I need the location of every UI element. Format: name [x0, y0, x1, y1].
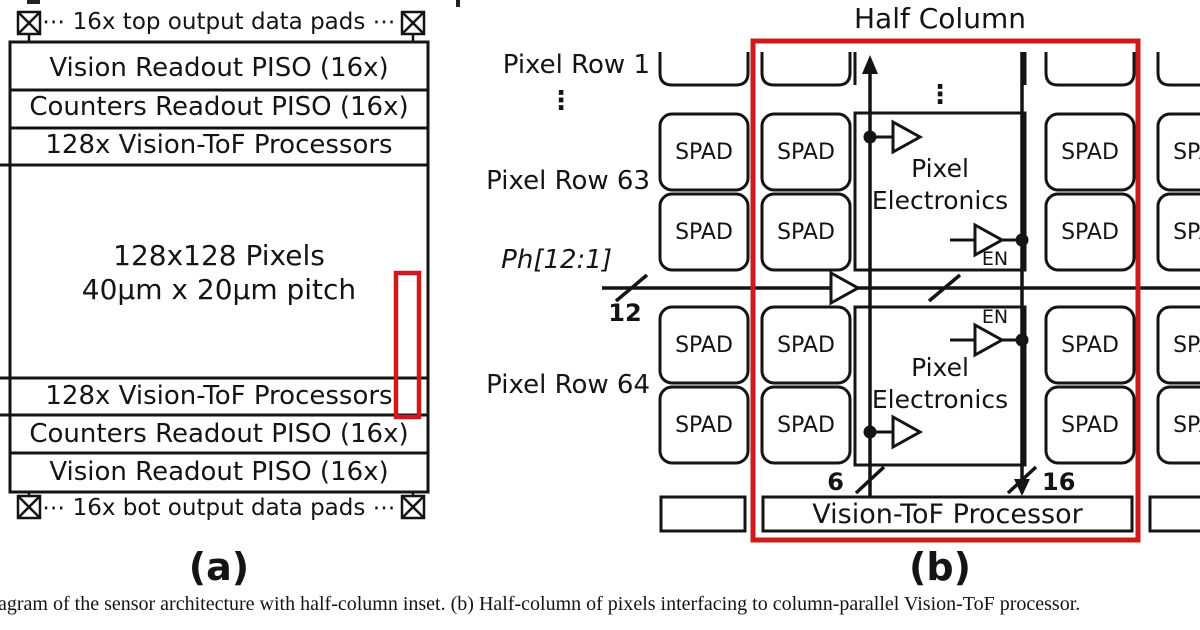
pe-top-line1: Pixel — [911, 154, 969, 183]
junction-dots — [863, 130, 1029, 439]
spad-cell: SPAD — [675, 332, 733, 358]
spad-cell: SPAD — [1061, 139, 1119, 165]
ph-bus-label: Ph[12:1] — [501, 245, 612, 276]
row-processors-bottom: 128x Vision-ToF Processors — [45, 381, 393, 412]
row-vision-piso-top: Vision Readout PISO (16x) — [49, 53, 389, 84]
pixel-row-1-label: Pixel Row 1 — [502, 50, 650, 81]
ph-buffer-icon — [829, 270, 862, 306]
bond-pad-icons — [16, 10, 426, 520]
spad-cell: SPAD — [777, 219, 835, 245]
en-label-bottom: EN — [981, 306, 1009, 328]
spad-cell: SPAD — [1173, 219, 1200, 245]
pe-top-line2: Electronics — [871, 186, 1009, 215]
spad-cell: SPAD — [1061, 412, 1119, 438]
top-pads-label: ⋯ 16x top output data pads ⋯ — [42, 9, 396, 35]
panel-a-label: (a) — [188, 545, 250, 589]
ph-bus-line — [602, 273, 1200, 495]
spad-cell: SPAD — [675, 412, 733, 438]
figure-caption: agram of the sensor architecture with ha… — [0, 593, 1081, 615]
en-label-top: EN — [981, 248, 1009, 270]
spad-cell: SPAD — [777, 412, 835, 438]
spad-cell: SPAD — [1173, 332, 1200, 358]
spad-cell: SPAD — [675, 139, 733, 165]
vertical-ellipsis-middle: ⋮ — [927, 80, 953, 110]
floorplan-outline — [0, 40, 430, 494]
pixel-electronics-label-bottom: Pixel Electronics — [857, 352, 1023, 416]
half-column-highlight-box — [393, 270, 422, 420]
panel-b-label: (b) — [909, 545, 971, 589]
spad-cell: SPAD — [1173, 139, 1200, 165]
cropped-glyph-fragment — [27, 0, 460, 7]
row-processors-top: 128x Vision-ToF Processors — [45, 129, 393, 160]
left-bus-width-label: 6 — [827, 468, 844, 496]
spad-cell: SPAD — [675, 219, 733, 245]
half-column-red-box — [750, 38, 1141, 543]
row-counters-piso-bottom: Counters Readout PISO (16x) — [29, 418, 409, 449]
half-column-title: Half Column — [854, 2, 1026, 36]
right-bus-width-label: 16 — [1042, 468, 1076, 496]
pixel-row-64-label: Pixel Row 64 — [486, 370, 650, 401]
pe-bot-line1: Pixel — [911, 353, 969, 382]
spad-box-outlines — [658, 112, 1200, 465]
vision-tof-processor-label: Vision-ToF Processor — [812, 498, 1083, 530]
pixel-electronics-outlines — [853, 111, 1027, 467]
row-counters-piso-top: Counters Readout PISO (16x) — [29, 92, 409, 123]
pixel-row1-partial-spads — [658, 52, 1200, 87]
ph-bus-width-label: 12 — [608, 299, 642, 327]
vertical-ellipsis-left: ⋮ — [548, 86, 574, 116]
bottom-pads-label: ⋯ 16x bot output data pads ⋯ — [42, 495, 396, 521]
pixel-array-line1: 128x128 Pixels — [113, 239, 325, 273]
spad-cell: SPAD — [1173, 412, 1200, 438]
spad-cell: SPAD — [777, 332, 835, 358]
spad-cell: SPAD — [777, 139, 835, 165]
pixel-array-line2: 40μm x 20μm pitch — [81, 273, 357, 307]
up-arrowhead — [862, 55, 878, 74]
pixel-row-63-label: Pixel Row 63 — [486, 166, 650, 197]
processor-box-outlines — [659, 495, 1200, 533]
pixel-array-label: 128x128 Pixels 40μm x 20μm pitch — [10, 239, 428, 307]
pe-bot-line2: Electronics — [871, 385, 1009, 414]
spad-cell: SPAD — [1061, 332, 1119, 358]
pixel-electronics-label-top: Pixel Electronics — [857, 153, 1023, 217]
spad-cell: SPAD — [1061, 219, 1119, 245]
row-vision-piso-bottom: Vision Readout PISO (16x) — [49, 456, 389, 487]
